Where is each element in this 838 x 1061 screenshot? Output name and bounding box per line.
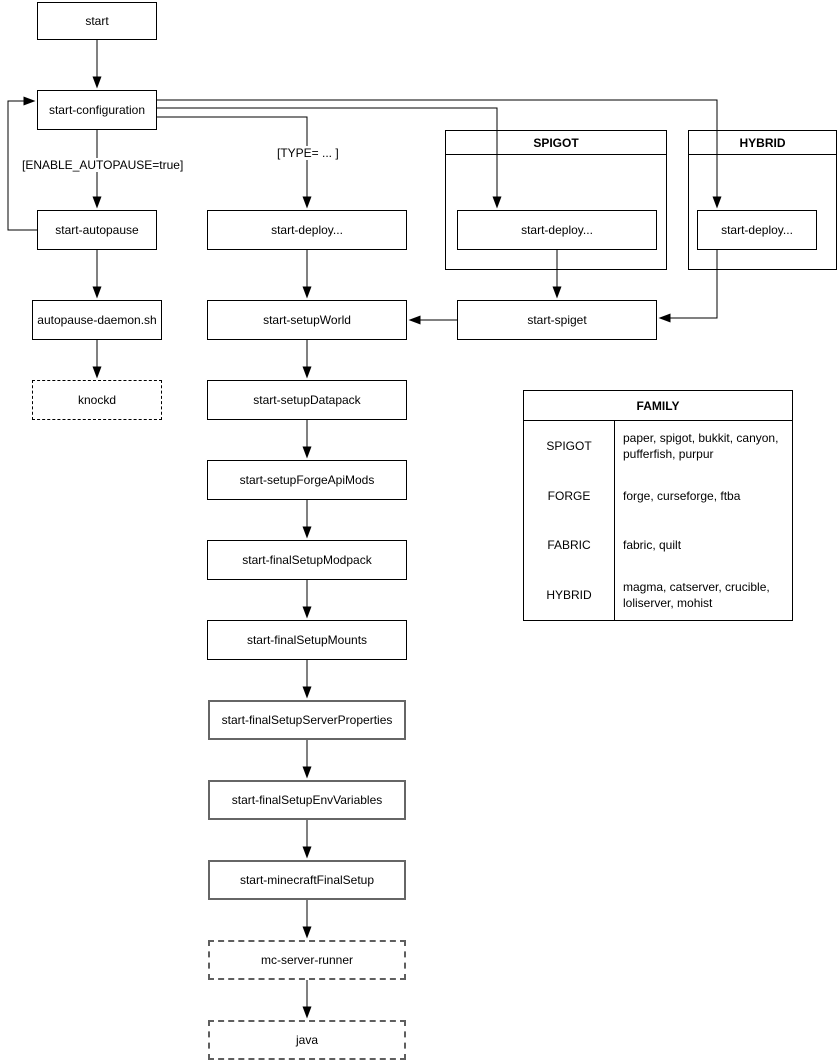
node-start-spiget: start-spiget [457,300,657,340]
edge-hybrid-deploy-to-spiget [658,250,718,323]
family-row-hybrid: HYBRID magma, catserver, crucible, lolis… [524,570,792,620]
node-start-setupforgeapimods: start-setupForgeApiMods [207,460,407,500]
family-row-fabric: FABRIC fabric, quilt [524,520,792,571]
spigot-group-title: SPIGOT [446,131,666,155]
family-name: FABRIC [547,538,591,553]
node-autopause-daemon: autopause-daemon.sh [32,300,162,340]
node-start-finalsetupserverproperties: start-finalSetupServerProperties [208,700,406,740]
family-types: forge, curseforge, ftba [614,470,792,521]
node-spigot-start-deploy: start-deploy... [457,210,657,250]
node-start-deploy: start-deploy... [207,210,407,250]
node-knockd: knockd [32,380,162,420]
edge-autopause-loop-to-configuration [7,96,37,231]
node-start-setupdatapack: start-setupDatapack [207,380,407,420]
family-table-body: SPIGOT paper, spigot, bukkit, canyon, pu… [524,421,792,620]
node-start-finalsetupmounts: start-finalSetupMounts [207,620,407,660]
node-start-finalsetupenvvariables: start-finalSetupEnvVariables [208,780,406,820]
node-start-setupworld: start-setupWorld [207,300,407,340]
family-row-forge: FORGE forge, curseforge, ftba [524,470,792,521]
edge-configuration-to-spigot-deploy [157,107,502,209]
node-hybrid-start-deploy: start-deploy... [697,210,817,250]
family-types: paper, spigot, bukkit, canyon, pufferfis… [614,421,792,471]
edge-label-enable-autopause: [ENABLE_AUTOPAUSE=true] [20,158,186,172]
family-types: magma, catserver, crucible, loliserver, … [614,570,792,620]
node-java: java [208,1020,406,1060]
family-name: FORGE [547,488,591,503]
node-start-minecraftfinalsetup: start-minecraftFinalSetup [208,860,406,900]
node-start-finalsetupmodpack: start-finalSetupModpack [207,540,407,580]
node-start-autopause: start-autopause [37,210,157,250]
family-table-title: FAMILY [524,391,792,421]
node-start: start [37,2,157,40]
edge-configuration-to-hybrid-deploy [157,99,722,209]
family-name: SPIGOT [546,438,592,453]
node-start-configuration: start-configuration [37,90,157,130]
family-table: FAMILY SPIGOT paper, spigot, bukkit, can… [523,390,793,621]
hybrid-group-title: HYBRID [689,131,836,155]
family-row-spigot: SPIGOT paper, spigot, bukkit, canyon, pu… [524,421,792,471]
family-types: fabric, quilt [614,520,792,571]
edge-configuration-to-deploy [157,116,312,209]
edge-label-type-condition: [TYPE= ... ] [275,146,341,160]
family-name: HYBRID [546,588,592,603]
node-mc-server-runner: mc-server-runner [208,940,406,980]
